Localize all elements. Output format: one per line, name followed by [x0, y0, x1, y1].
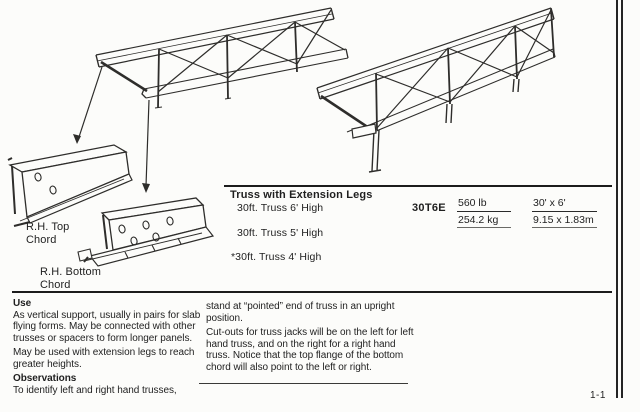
weight-imperial: 560 lb: [457, 197, 511, 212]
top-chord-label-line1: R.H. Top: [26, 221, 70, 233]
size-values: 30' x 6' 9.15 x 1.83m: [532, 197, 597, 228]
bottom-chord-drawing: [77, 197, 215, 267]
arrow-to-bottom-chord-icon: [142, 99, 150, 193]
arrow-to-top-chord-icon: [73, 66, 103, 144]
size-metric: 9.15 x 1.83m: [532, 212, 597, 228]
top-chord-drawing: [7, 144, 133, 227]
top-chord-label-line2: Chord: [26, 233, 57, 246]
spec-item-5ft: 30ft. Truss 5' High: [237, 227, 324, 239]
bottom-chord-label-line1: R.H. Bottom: [40, 266, 102, 278]
spec-table-heading: Truss with Extension Legs: [230, 189, 373, 201]
right-column-bottom-rule: [199, 383, 408, 384]
right-text-column: stand at “pointed” end of truss in an up…: [206, 301, 420, 376]
right-paragraph-2: Cut-outs for truss jacks will be on the …: [206, 327, 414, 373]
plain-truss-drawing: [95, 7, 349, 109]
page-edge-line-outer: [616, 0, 618, 398]
right-paragraph-1: stand at “pointed” end of truss in an up…: [206, 301, 395, 324]
bottom-chord-label-line2: Chord: [40, 278, 71, 291]
observations-heading: Observations: [13, 373, 77, 384]
use-paragraph-2: May be used with extension legs to reach…: [13, 347, 195, 370]
body-section-rule: [12, 291, 612, 293]
use-paragraph-1: As vertical support, usually in pairs fo…: [13, 309, 201, 344]
extension-leg-truss-drawing: [316, 7, 556, 173]
top-chord-label: R.H. Top Chord: [26, 221, 69, 246]
page-edge-line-inner: [621, 0, 623, 398]
spec-item-6ft: 30ft. Truss 6' High: [237, 202, 324, 214]
page-number: 1-1: [590, 390, 606, 401]
weight-values: 560 lb 254.2 kg: [457, 197, 511, 228]
use-heading: Use: [13, 298, 32, 309]
spec-item-4ft: *30ft. Truss 4' High: [231, 251, 322, 263]
observations-paragraph: To identify left and right hand trusses,: [13, 384, 177, 396]
model-code: 30T6E: [412, 202, 446, 214]
left-text-column: Use As vertical support, usually in pair…: [13, 298, 202, 399]
bottom-chord-label: R.H. Bottom Chord: [40, 266, 101, 291]
spec-table-top-rule: [224, 185, 612, 187]
size-imperial: 30' x 6': [532, 197, 597, 212]
weight-metric: 254.2 kg: [457, 212, 511, 228]
